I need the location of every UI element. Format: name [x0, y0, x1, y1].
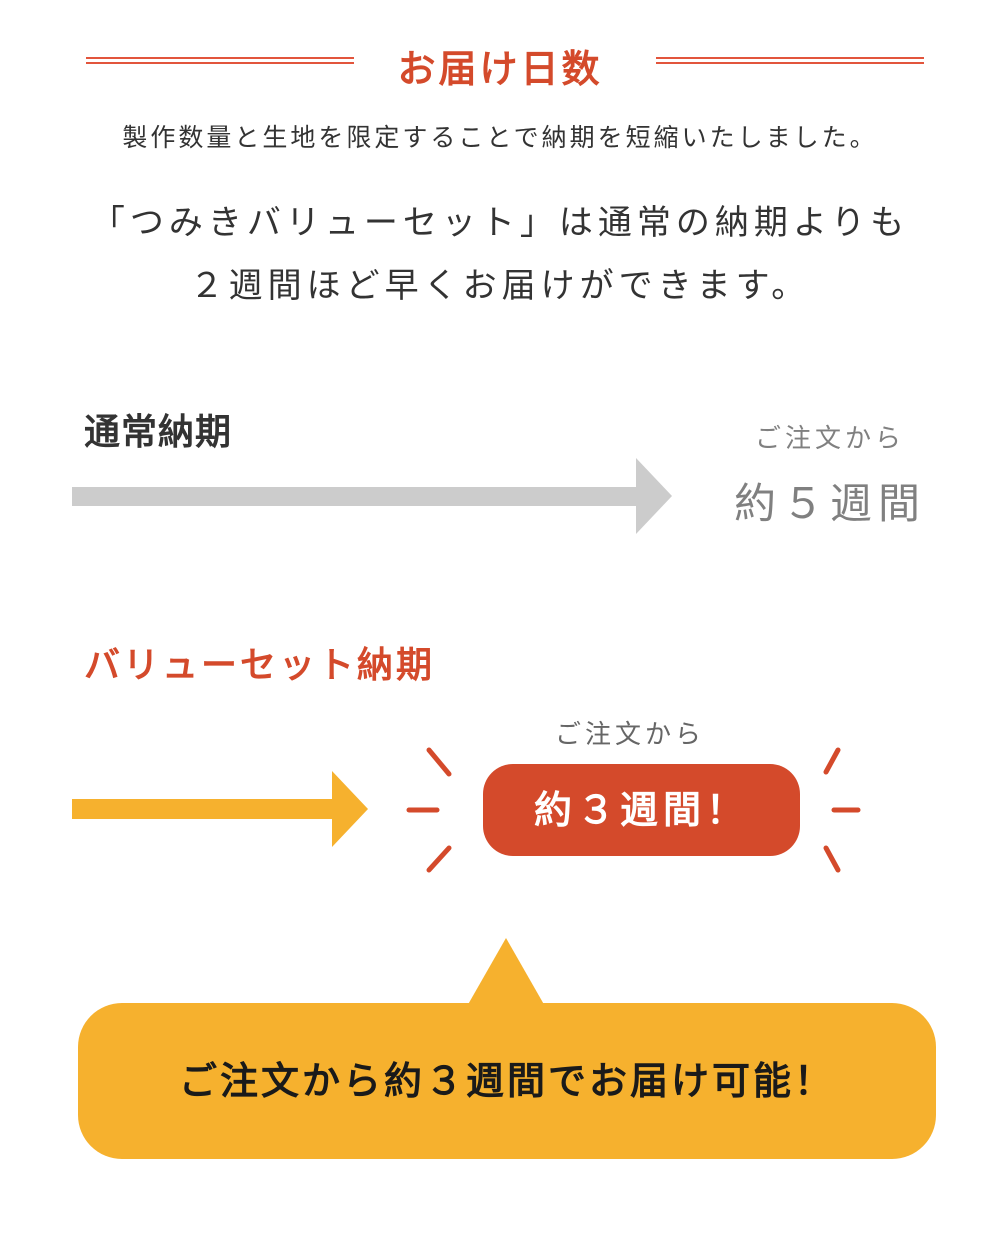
normal-from-order: ご注文から [754, 424, 905, 454]
yellow-arrow-icon [72, 771, 368, 847]
normal-delivery-label: 通常納期 [84, 412, 233, 453]
callout-pointer-icon [466, 938, 546, 1008]
sparkle-left-icon [406, 747, 452, 873]
title-decor-line-right [656, 57, 924, 64]
section-title: お届け日数 [397, 47, 603, 91]
sparkle-right-icon [823, 747, 861, 873]
lead-text-line-2: ２週間ほど早くお届けができます。 [189, 266, 811, 306]
lead-text: 「つみきバリューセット」は通常の納期よりも ２週間ほど早くお届けができます。 [0, 192, 1000, 318]
callout-bubble: ご注文から約３週間でお届け可能！ [78, 1003, 936, 1159]
value-delivery-label: バリューセット納期 [84, 645, 436, 686]
value-from-order: ご注文から [554, 720, 705, 750]
title-decor-line-left [86, 57, 354, 64]
lead-text-line-1: 「つみきバリューセット」は通常の納期よりも [90, 203, 910, 243]
grey-arrow-icon [72, 458, 672, 534]
callout-text: ご注文から約３週間でお届け可能！ [178, 1059, 835, 1103]
section-subtitle: 製作数量と生地を限定することで納期を短縮いたしました。 [122, 123, 878, 152]
value-duration-badge: 約３週間！ [483, 764, 800, 856]
normal-duration: 約５週間 [733, 479, 926, 528]
